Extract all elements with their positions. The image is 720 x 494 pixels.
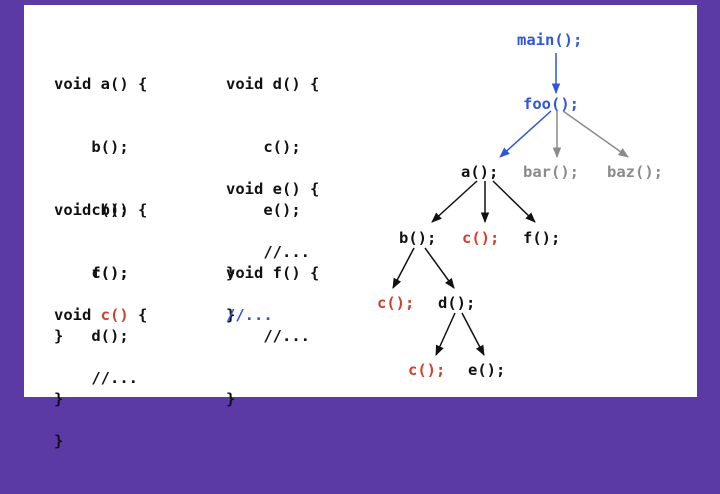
code-line: c(); [54,201,129,219]
code-block-e: void e() { //... } [226,137,319,368]
code-line: } [54,390,64,408]
code-line: } [54,432,64,450]
code-line: c(); [54,264,129,282]
code-line-c-signature: void c() { [54,306,148,324]
tree-node-main: main(); [517,31,582,49]
code-line: //... [226,243,310,261]
edge-b-c [392,247,415,289]
edge-foo-a [499,110,552,158]
code-line: } [226,264,236,282]
call-tree-diagram: main(); foo(); a(); bar(); baz(); b(); c… [377,31,663,379]
tree-node-b: b(); [399,229,436,247]
tree-node-a: a(); [461,163,498,181]
edge-d-c [435,312,456,356]
edge-d-e [461,312,485,356]
tree-node-e: e(); [468,361,505,379]
tree-node-c-under-a: c(); [462,229,499,247]
code-line: void a() { [54,75,148,93]
tree-node-c-under-d: c(); [408,361,445,379]
tree-node-c-under-b: c(); [377,294,414,312]
tree-node-foo: foo(); [523,95,579,113]
code-block-b: void b() { c(); d(); } [54,158,147,452]
edge-a-b [431,180,478,223]
slide-panel: void a() { b(); c(); f(); } void b() { c… [24,5,697,450]
code-line: d(); [54,327,129,345]
code-block-a: void a() { b(); c(); f(); } [54,32,147,389]
code-line: b(); [54,138,129,156]
function-c-highlight: c() [100,306,129,324]
ellipsis-comment: //... [226,306,273,324]
edge-a-f [492,180,536,223]
code-line: void f() { [226,264,320,282]
code-line: e(); [226,201,301,219]
code-block-f: void f() { //... } [226,221,319,452]
tree-node-bar: bar(); [523,163,579,181]
code-line: void d() { [226,75,320,93]
code-line: void b() { [54,201,148,219]
code-line: f(); [54,264,129,282]
code-line: c(); [226,138,301,156]
code-block-d: void d() { c(); e(); } [226,32,319,326]
code-line: } [226,390,236,408]
edge-foo-baz [562,110,629,158]
code-line: } [54,327,64,345]
tree-node-f: f(); [523,229,560,247]
code-line: void e() { [226,180,320,198]
code-line: //... [54,369,138,387]
keyword-void: void [54,306,101,324]
code-line: //... [226,327,310,345]
tree-node-d: d(); [438,294,475,312]
tree-node-baz: baz(); [607,163,663,181]
edge-b-d [424,247,455,289]
code-line: } [226,306,236,324]
